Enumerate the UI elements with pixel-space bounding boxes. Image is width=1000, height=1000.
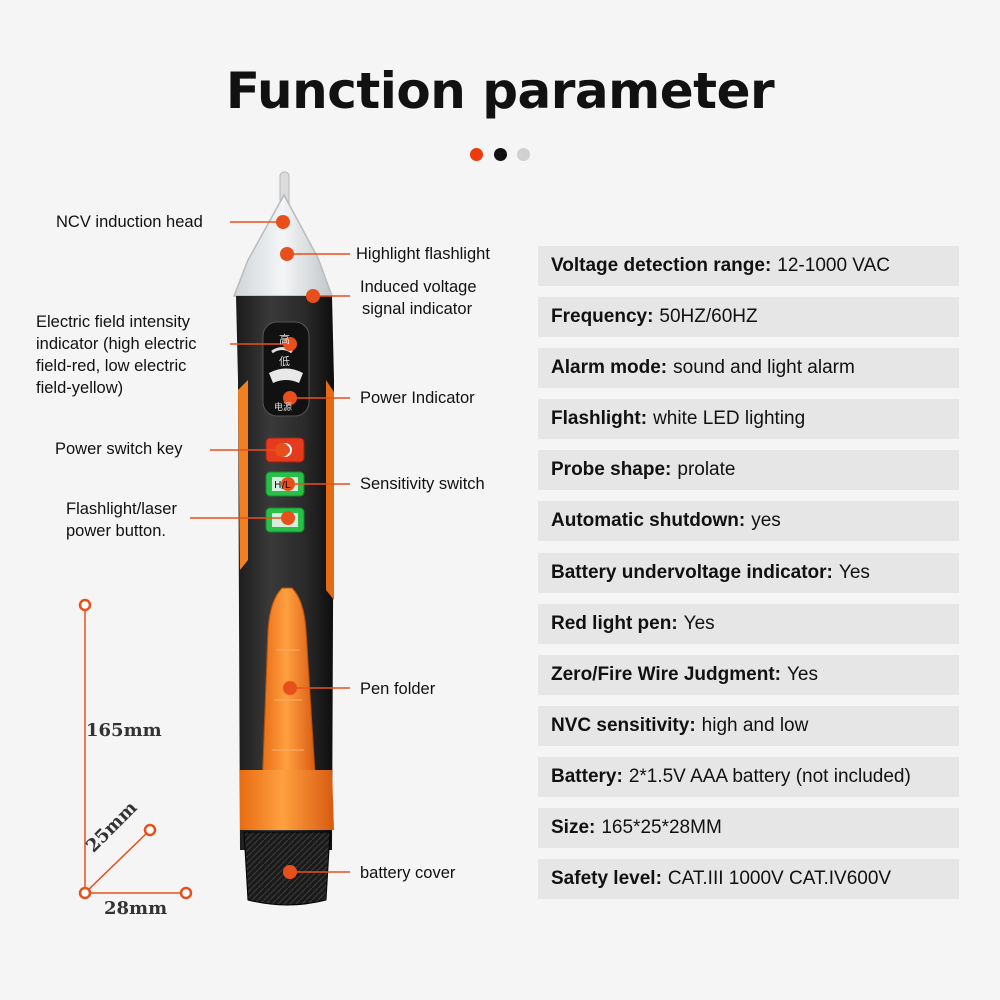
label-field-3: field-red, low electric xyxy=(36,357,187,375)
spec-key: NVC sensitivity: xyxy=(551,714,696,736)
label-laser-1: Flashlight/laser xyxy=(66,500,177,518)
label-induced-1: Induced voltage xyxy=(360,278,477,296)
spec-key: Voltage detection range: xyxy=(551,255,772,276)
spec-value: Yes xyxy=(838,561,870,583)
dot-active[interactable] xyxy=(470,148,483,161)
spec-key: Flashlight: xyxy=(551,408,648,430)
label-field-1: Electric field intensity xyxy=(36,313,191,331)
spec-value: 50HZ/60HZ xyxy=(659,306,758,328)
spec-key: Battery undervoltage indicator: xyxy=(551,561,833,583)
mark-high: 高 xyxy=(279,332,290,346)
spec-value: 12-1000 VAC xyxy=(777,255,890,276)
spec-key: Zero/Fire Wire Judgment: xyxy=(551,663,781,685)
spec-value: Yes xyxy=(786,663,818,685)
spec-key: Size: xyxy=(551,817,596,839)
spec-value: 2*1.5V AAA battery (not included) xyxy=(628,765,911,787)
spec-row: Voltage detection range:12-1000 VAC xyxy=(538,246,959,286)
spec-row: Size:165*25*28MM xyxy=(538,808,959,849)
spec-row: Battery undervoltage indicator:Yes xyxy=(538,552,959,593)
label-battery-cover: battery cover xyxy=(360,864,456,882)
dim-height: 165mm xyxy=(86,720,162,741)
spec-row: Safety level:CAT.III 1000V CAT.IV600V xyxy=(538,859,959,900)
page-title: Function parameter xyxy=(225,62,775,120)
label-sensitivity: Sensitivity switch xyxy=(360,475,485,493)
orange-grip xyxy=(240,770,334,830)
label-flashlight: Highlight flashlight xyxy=(356,245,490,263)
label-induced-2: signal indicator xyxy=(362,300,473,318)
spec-key: Safety level: xyxy=(551,868,662,890)
dot[interactable] xyxy=(494,148,507,161)
spec-row: Alarm mode:sound and light alarm xyxy=(538,348,959,389)
ncv-cap xyxy=(232,193,334,297)
spec-value: sound and light alarm xyxy=(673,357,855,379)
spec-value: CAT.III 1000V CAT.IV600V xyxy=(667,868,892,890)
spec-row: Battery:2*1.5V AAA battery (not included… xyxy=(538,756,959,797)
label-laser-2: power button. xyxy=(66,522,166,540)
label-power-switch: Power switch key xyxy=(55,440,183,458)
mark-hl: H/L xyxy=(274,480,291,491)
label-field-2: indicator (high electric xyxy=(36,335,197,353)
mark-power: 电源 xyxy=(274,401,292,413)
spec-row: Automatic shutdown:yes xyxy=(538,501,959,542)
dot[interactable] xyxy=(517,148,530,161)
spec-key: Alarm mode: xyxy=(551,357,668,379)
spec-key: Probe shape: xyxy=(551,459,672,481)
spec-key: Red light pen: xyxy=(551,612,678,634)
mark-low: 低 xyxy=(279,355,290,368)
spec-row: Probe shape:prolate xyxy=(538,450,959,491)
spec-value: Yes xyxy=(683,612,715,634)
spec-row: Zero/Fire Wire Judgment:Yes xyxy=(538,654,959,695)
label-field-4: field-yellow) xyxy=(36,379,124,397)
spec-row: Flashlight:white LED lighting xyxy=(538,399,959,440)
label-ncv-head: NCV induction head xyxy=(56,213,203,231)
label-power-indicator: Power Indicator xyxy=(360,389,475,407)
spec-row: NVC sensitivity:high and low xyxy=(538,705,959,746)
spec-value: high and low xyxy=(701,714,809,736)
label-pen-folder: Pen folder xyxy=(360,680,436,698)
spec-value: white LED lighting xyxy=(653,408,806,430)
spec-value: 165*25*28MM xyxy=(601,817,722,839)
dim-width: 28mm xyxy=(104,898,168,919)
carousel-dots xyxy=(470,148,532,162)
spec-row: Frequency:50HZ/60HZ xyxy=(538,297,959,338)
spec-key: Battery: xyxy=(551,765,623,787)
spec-row: Red light pen:Yes xyxy=(538,603,959,644)
spec-key: Automatic shutdown: xyxy=(551,510,746,532)
spec-value: prolate xyxy=(677,459,736,481)
spec-key: Frequency: xyxy=(551,306,654,328)
spec-value: yes xyxy=(751,510,781,532)
spec-list: Voltage detection range:12-1000 VAC Freq… xyxy=(538,246,959,910)
